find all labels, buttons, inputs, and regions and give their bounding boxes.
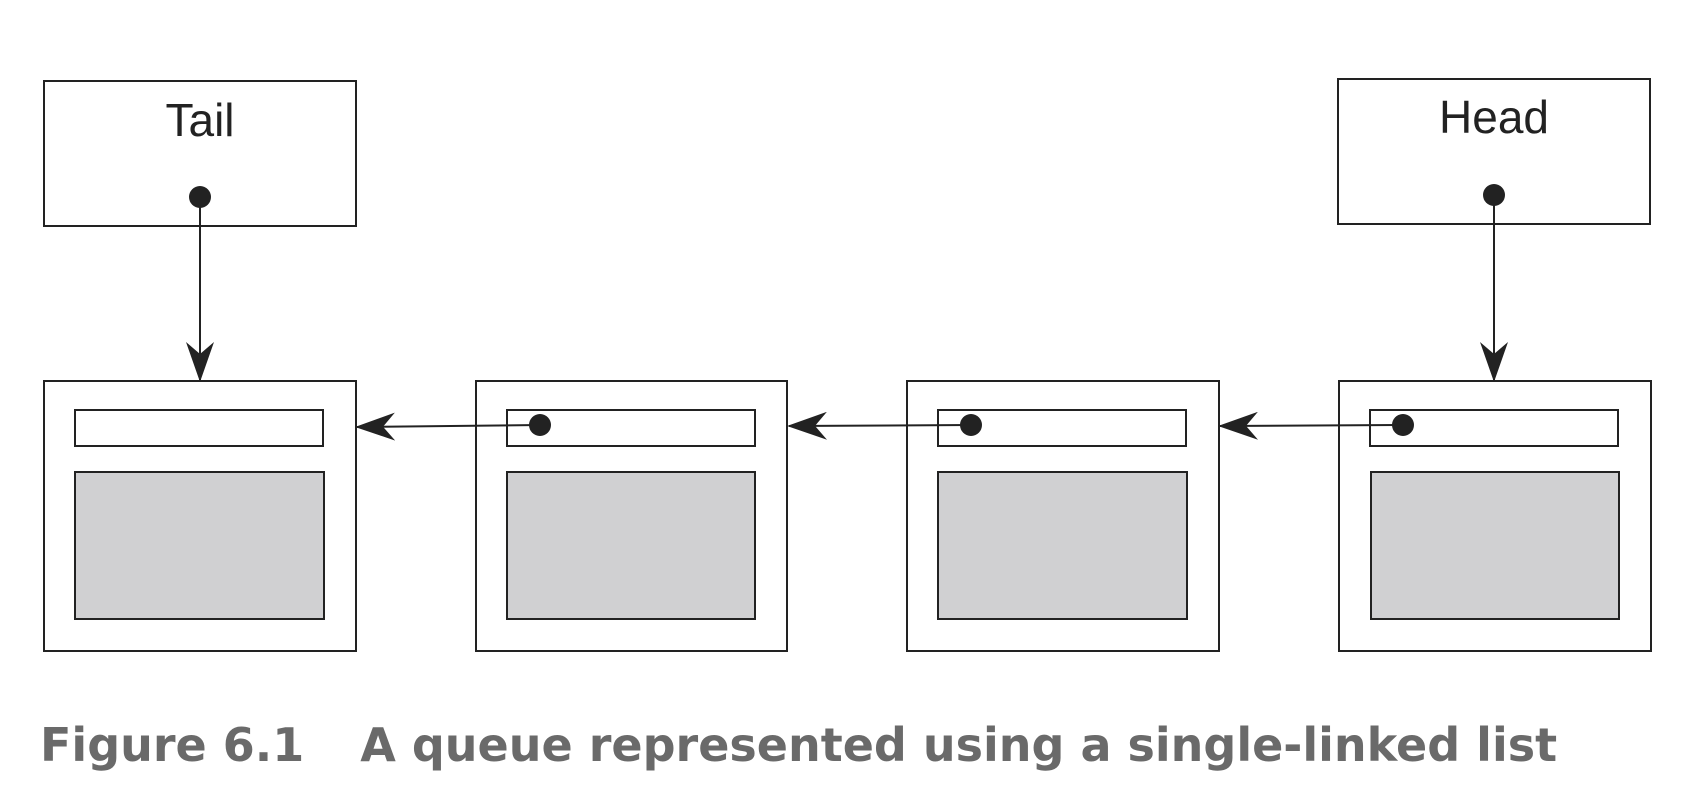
head-label: Head xyxy=(1439,91,1549,143)
next-arrow xyxy=(1218,411,1404,440)
figure-number: Figure 6.1 xyxy=(40,718,305,772)
data-field xyxy=(1370,471,1620,620)
list-node-4 xyxy=(1218,380,1652,652)
next-arrow xyxy=(787,411,972,440)
next-arrow xyxy=(355,412,541,441)
figure-caption-text: A queue represented using a single-linke… xyxy=(360,718,1558,772)
list-node-1 xyxy=(43,380,357,652)
head-pointer: Head xyxy=(1337,78,1651,382)
figure-caption: Figure 6.1 A queue represented using a si… xyxy=(40,718,1557,772)
next-pointer-field xyxy=(74,409,324,447)
data-field xyxy=(74,471,325,620)
data-field xyxy=(937,471,1188,620)
tail-label: Tail xyxy=(165,94,234,146)
list-node-2 xyxy=(355,380,788,652)
tail-pointer: Tail xyxy=(43,80,357,382)
data-field xyxy=(506,471,756,620)
list-node-3 xyxy=(787,380,1220,652)
